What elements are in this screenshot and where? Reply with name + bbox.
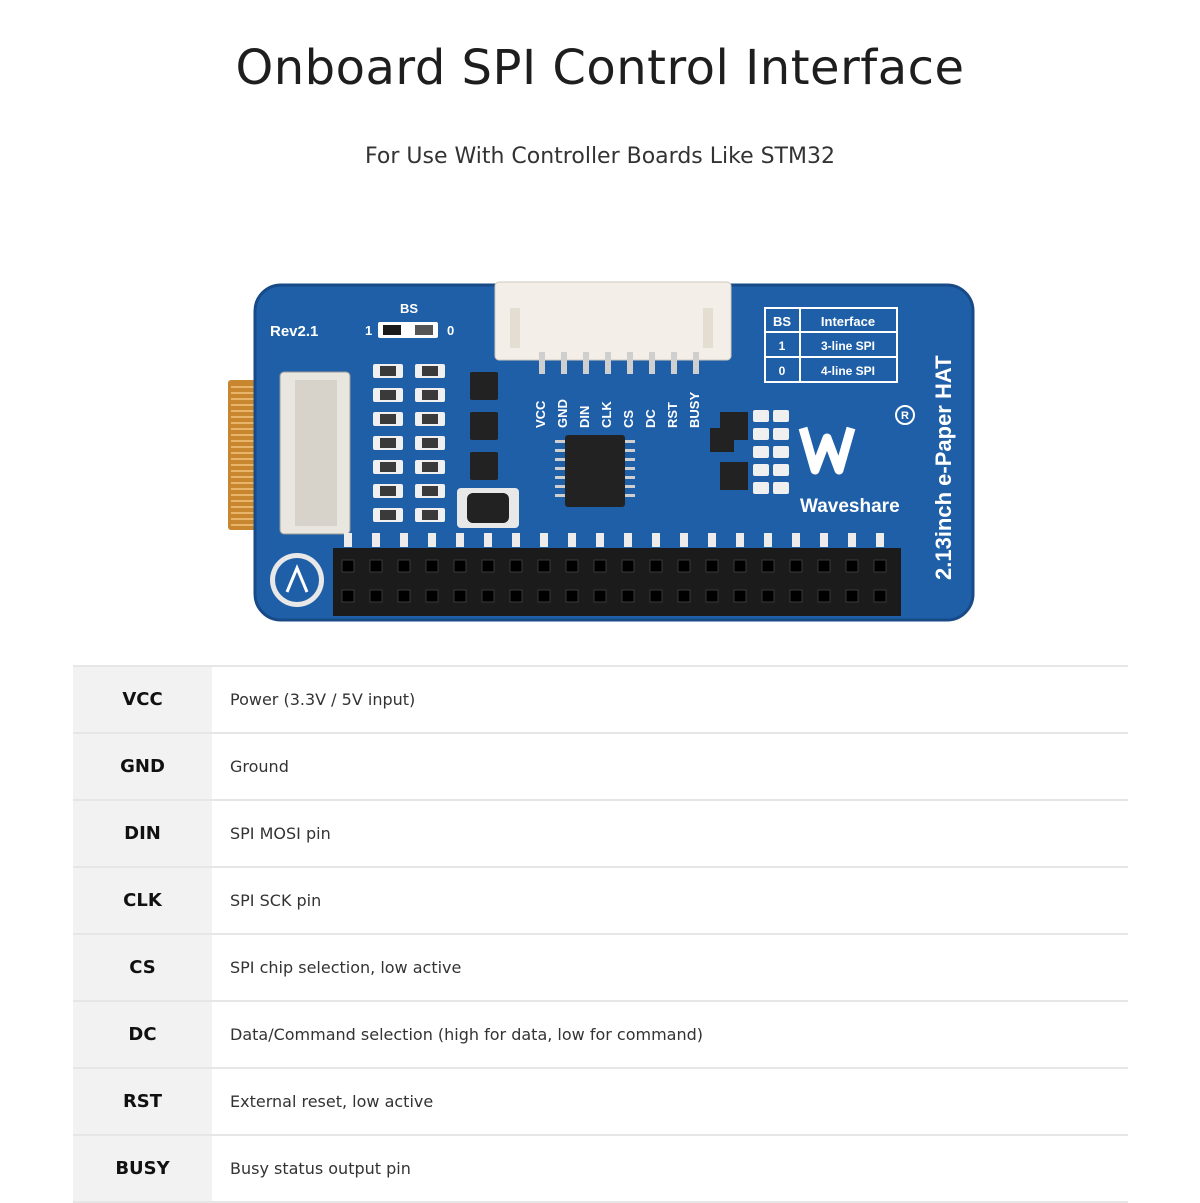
waveshare-logo: R	[798, 405, 915, 475]
revision-label: Rev2.1	[270, 323, 318, 340]
pin-description-cell: Data/Command selection (high for data, l…	[212, 1000, 1128, 1068]
pin-name-cell: GND	[73, 732, 212, 800]
board-pin-label: BUSY	[687, 392, 702, 428]
passive-components	[373, 364, 789, 522]
pin-description-cell: SPI MOSI pin	[212, 799, 1128, 867]
interface-table-row2-mode: 4-line SPI	[821, 364, 875, 378]
board-pin-label: VCC	[533, 400, 548, 428]
epaper-hat-board-illustration: Rev2.1 BS 1 0 VCC GND DIN CLK CS DC RST BUSY	[225, 280, 985, 630]
interface-table: BS Interface 1 3-line SPI 0 4-line SPI	[764, 307, 898, 383]
pin-name-cell: VCC	[73, 665, 212, 733]
interface-table-header-interface: Interface	[821, 314, 875, 329]
pin-name-cell: DC	[73, 1000, 212, 1068]
board-pin-label: CS	[621, 410, 636, 428]
board-pin-label: DIN	[577, 406, 592, 428]
interface-table-header-bs: BS	[773, 314, 791, 329]
page-subtitle: For Use With Controller Boards Like STM3…	[365, 144, 835, 169]
board-pin-labels: VCC GND DIN CLK CS DC RST BUSY	[533, 392, 702, 428]
pin-description-cell: Power (3.3V / 5V input)	[212, 665, 1128, 733]
pin-name-cell: CS	[73, 933, 212, 1001]
pin-name-cell: BUSY	[73, 1134, 212, 1203]
brand-name: Waveshare	[800, 496, 900, 517]
page-title: Onboard SPI Control Interface	[235, 40, 965, 96]
board-pin-label: GND	[555, 399, 570, 428]
pin-description-cell: SPI SCK pin	[212, 866, 1128, 934]
interface-table-row1-mode: 3-line SPI	[821, 339, 875, 353]
controller-chip	[565, 435, 625, 507]
header-connector	[494, 281, 732, 361]
interface-table-row2-bs: 0	[779, 364, 786, 378]
gpio-header	[333, 548, 901, 616]
connector-pins	[539, 352, 699, 374]
board-pin-label: DC	[643, 409, 658, 428]
pin-description-cell: Ground	[212, 732, 1128, 800]
svg-text:R: R	[901, 410, 909, 422]
interface-table-row1-bs: 1	[779, 339, 786, 353]
board-pin-label: CLK	[599, 401, 614, 428]
bs-one-label: 1	[365, 323, 372, 338]
pin-name-cell: RST	[73, 1067, 212, 1135]
pin-description-cell: SPI chip selection, low active	[212, 933, 1128, 1001]
pin-description-cell: External reset, low active	[212, 1067, 1128, 1135]
pin-name-cell: DIN	[73, 799, 212, 867]
pin-description-cell: Busy status output pin	[212, 1134, 1128, 1203]
board-svg: Rev2.1 BS 1 0 VCC GND DIN CLK CS DC RST BUSY	[228, 281, 975, 622]
bs-switch-label: BS	[400, 301, 418, 316]
bs-zero-label: 0	[447, 323, 454, 338]
pin-name-cell: CLK	[73, 866, 212, 934]
product-name: 2.13inch e-Paper HAT	[931, 355, 956, 580]
board-pin-label: RST	[665, 402, 680, 428]
